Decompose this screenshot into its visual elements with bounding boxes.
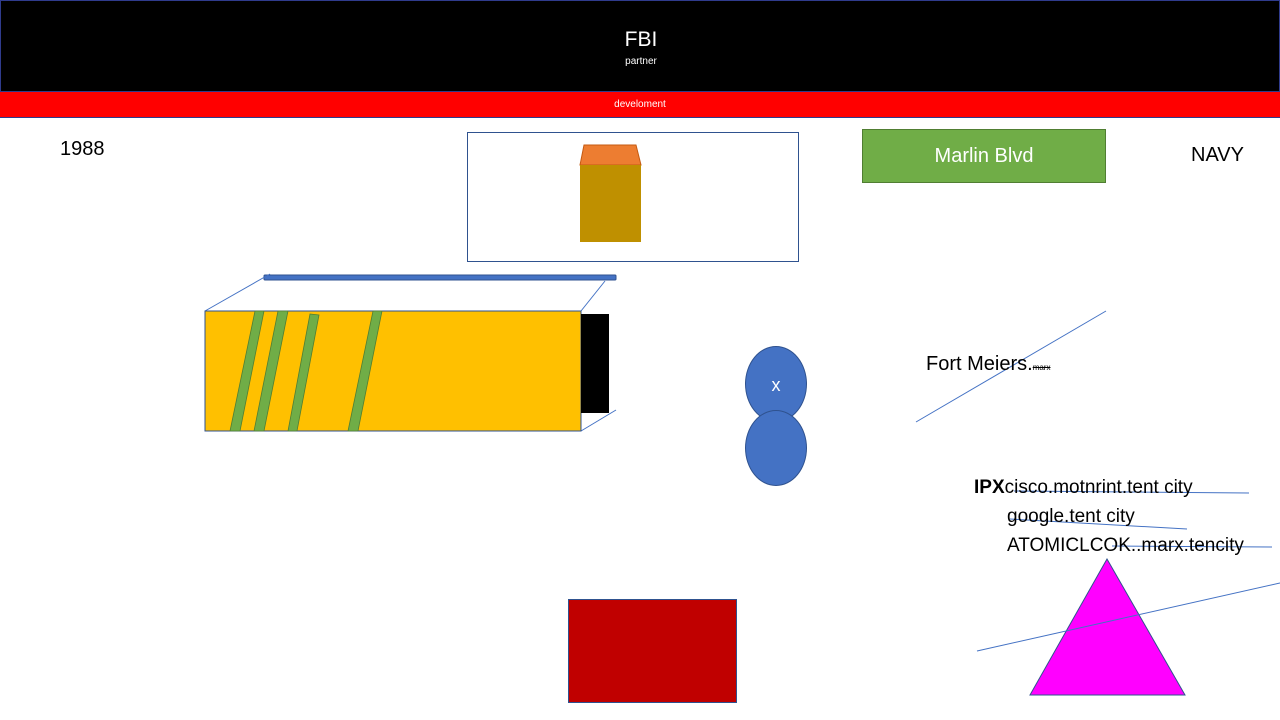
circle-mark-label: x (771, 375, 781, 395)
crate-end-cap-shape (581, 314, 609, 413)
fort-small-text: marx (1032, 363, 1051, 372)
green-stripe-shape (229, 310, 265, 432)
host-line-2: google.tent city (1007, 506, 1135, 527)
marlin-blvd-button[interactable]: Marlin Blvd (862, 129, 1106, 183)
crate-edge-line (204, 273, 271, 312)
navy-label: NAVY (1191, 144, 1244, 166)
green-stripe-shape (253, 310, 289, 432)
green-stripe-shape (287, 313, 320, 432)
jar-frame (467, 132, 799, 262)
crate-edge-line (580, 280, 606, 312)
blue-rod-shape (263, 274, 617, 281)
green-stripe-shape (347, 310, 383, 432)
blue-circle-lower (745, 410, 807, 486)
host-line-1: IPXcisco.motnrint.tent city (974, 477, 1193, 499)
page-subtitle: partner (625, 56, 657, 67)
page-title: FBI (624, 28, 658, 51)
diagonal-line (976, 582, 1280, 652)
fort-label: Fort Meiers.marx (926, 353, 1050, 376)
crate-edge-line (580, 409, 617, 432)
magenta-triangle-shape (1029, 557, 1186, 696)
banner-text: develoment (614, 99, 666, 110)
host-prefix: IPX (974, 477, 1005, 498)
red-block-shape (568, 599, 737, 703)
host-line-3: ATOMICLCOK..marx.tencity (1007, 535, 1244, 556)
year-label: 1988 (60, 138, 105, 160)
banner-bar: develoment (0, 92, 1280, 118)
fort-main-text: Fort Meiers. (926, 353, 1033, 375)
header-bar: FBI partner (0, 0, 1280, 92)
host-line-1-text: cisco.motnrint.tent city (1004, 477, 1193, 498)
yellow-crate-shape (204, 310, 582, 432)
